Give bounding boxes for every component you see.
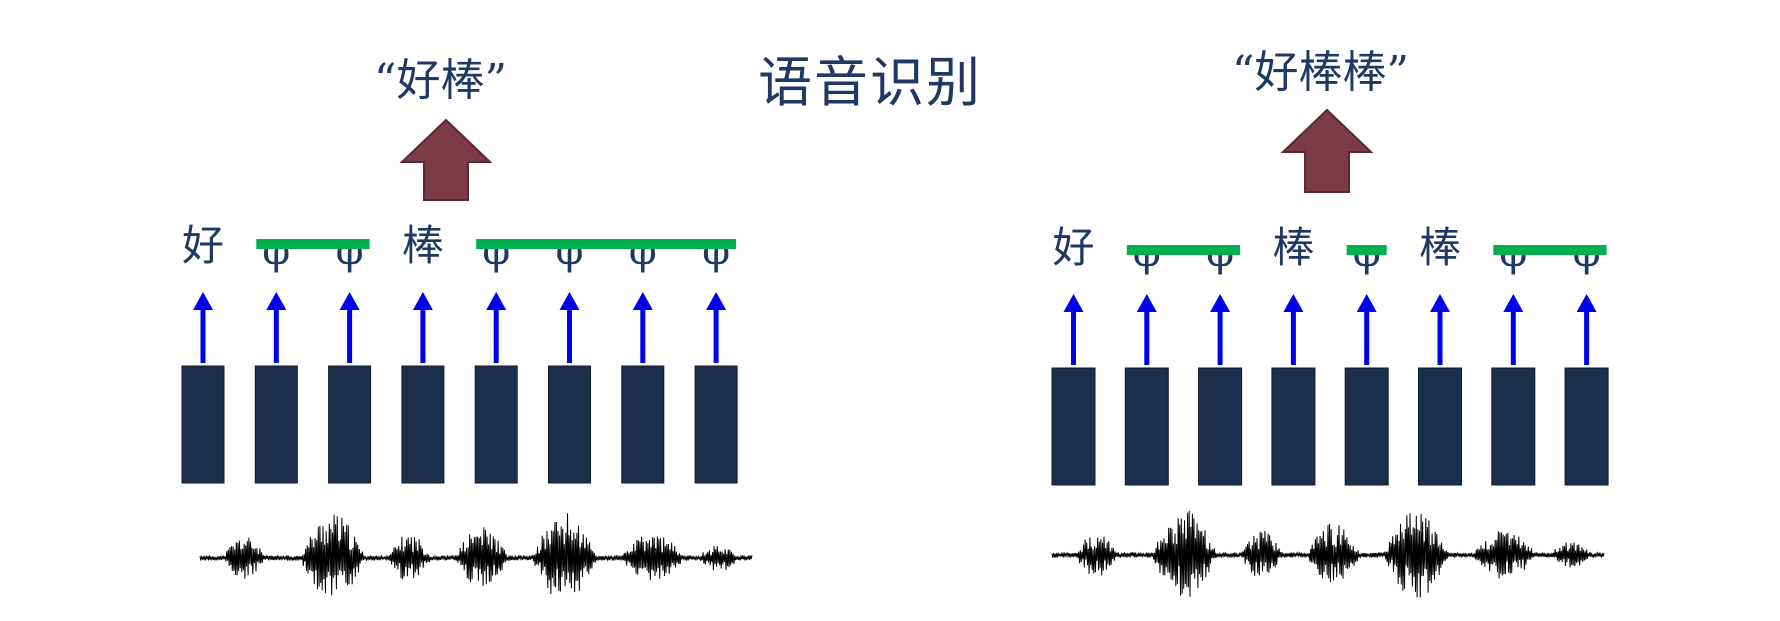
panel-0-token-7: φ [702,228,730,274]
panel-1-up-arrow-head-6 [1503,294,1524,312]
panel-1-frame-3 [1271,367,1316,486]
panel-0-frame-4 [474,365,518,484]
panel-0-frame-0 [181,365,225,484]
panel-0-up-arrow-head-1 [266,292,287,310]
panel-1-token-5: 棒 [1419,223,1461,272]
panel-1-up-arrow-head-3 [1283,294,1304,312]
panel-0-up-arrow-head-6 [632,292,653,310]
panel-0-token-0: 好 [182,221,224,270]
panel-1-up-arrow-head-1 [1136,294,1157,312]
panel-0-token-3: 棒 [402,221,444,270]
page-title: 语音识别 [758,51,982,114]
panel-0-frame-5 [548,365,591,484]
panel-0-up-arrow-head-3 [412,292,433,310]
panel-0-blank-bar-0 [256,239,370,249]
right-result-label: “好棒棒” [1232,47,1409,98]
panel-0-frame-6 [621,365,665,484]
panel-1-up-arrow-head-0 [1063,294,1084,312]
panel-0-frame-7 [694,365,738,484]
panel-1-blank-bar-2 [1493,245,1607,255]
panel-1-frame-1 [1124,367,1169,486]
left-result-label: “好棒” [374,55,507,106]
panel-1-blank-bar-0 [1126,245,1241,255]
panel-1-frame-6 [1491,367,1536,486]
panel-1-frame-4 [1344,367,1389,486]
panel-1-up-arrow-head-2 [1210,294,1231,312]
panel-1-up-arrow-head-5 [1430,294,1450,312]
panel-1-result-arrow [1280,108,1374,193]
panel-1-frame-0 [1051,367,1096,486]
panel-0-up-arrow-head-5 [559,292,580,310]
panel-0-token-1: φ [262,228,290,274]
panel-0-up-arrow-head-7 [706,292,727,310]
panel-1-up-arrow-head-4 [1356,294,1377,312]
panel-0-waveform [199,513,753,596]
panel-0-frame-1 [254,365,298,484]
panel-0-frame-2 [328,365,372,484]
panel-0-result-arrow [399,118,493,201]
panel-0-frame-3 [401,365,445,484]
panel-1-token-0: 好 [1052,223,1094,272]
panel-0-up-arrow-head-2 [339,292,360,310]
panel-0-token-4: φ [482,228,510,274]
panel-1-token-3: 棒 [1272,223,1314,272]
panel-1-waveform [1051,510,1605,598]
panel-1-frame-7 [1564,367,1609,486]
panel-0-up-arrow-head-4 [486,292,507,310]
panel-0-up-arrow-head-0 [193,292,213,310]
panel-0-token-6: φ [629,228,657,274]
panel-0-blank-bar-1 [476,239,737,249]
panel-0-token-2: φ [336,228,364,274]
panel-1-up-arrow-head-7 [1576,294,1597,312]
panel-1-frame-5 [1418,367,1462,486]
panel-0-token-5: φ [555,228,583,274]
panel-1-frame-2 [1198,367,1243,486]
panel-1-blank-bar-1 [1346,245,1387,255]
